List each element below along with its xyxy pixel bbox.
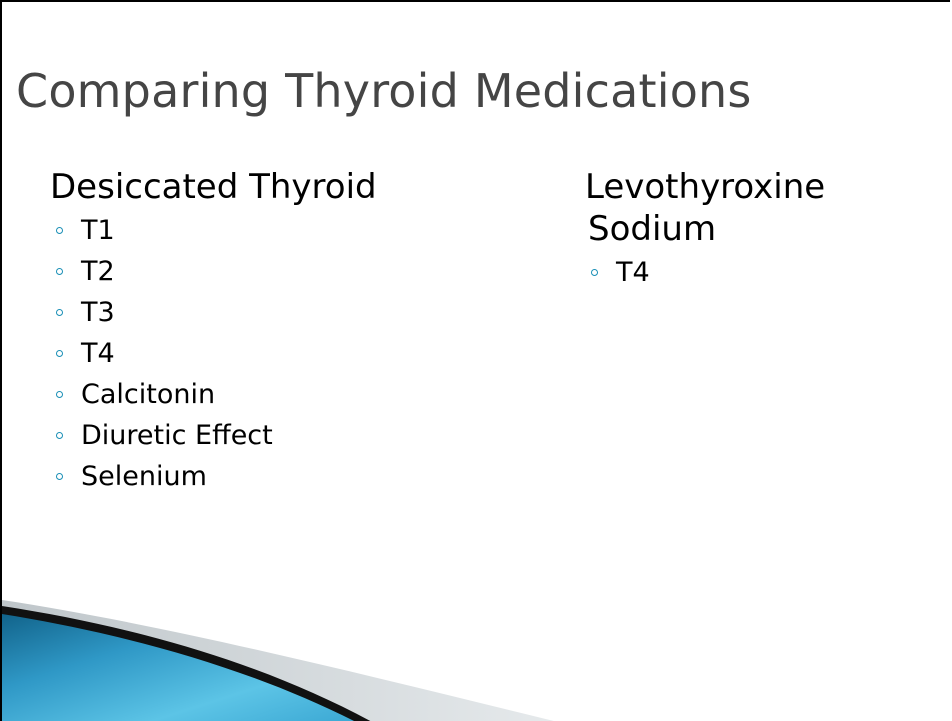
list-item-label: T1 (81, 215, 115, 246)
list-item: T4 (585, 252, 925, 293)
list-item: Calcitonin (50, 374, 470, 415)
list-item-label: T4 (81, 338, 115, 369)
list-item-label: T3 (81, 297, 115, 328)
right-column-heading: Levothyroxine Sodium (585, 166, 925, 250)
blue-swoosh-shape (2, 608, 358, 721)
right-bullet-list: T4 (585, 252, 925, 293)
circle-bullet-icon (56, 350, 63, 357)
list-item: T4 (50, 333, 470, 374)
left-bullet-list: T1 T2 T3 T4 Calcitonin Diuretic Effect S… (50, 210, 470, 497)
circle-bullet-icon (56, 227, 63, 234)
left-column: Desiccated Thyroid T1 T2 T3 T4 Calcitoni… (50, 166, 470, 497)
circle-bullet-icon (56, 268, 63, 275)
circle-bullet-icon (56, 473, 63, 480)
circle-bullet-icon (56, 391, 63, 398)
list-item-label: Selenium (81, 461, 207, 492)
dark-swoosh-edge (2, 606, 371, 721)
right-column: Levothyroxine Sodium T4 (585, 166, 925, 293)
slide-title: Comparing Thyroid Medications (16, 64, 752, 118)
circle-bullet-icon (56, 309, 63, 316)
list-item: T2 (50, 251, 470, 292)
list-item: Selenium (50, 456, 470, 497)
list-item-label: T4 (616, 257, 650, 288)
list-item-label: Diuretic Effect (81, 420, 273, 451)
right-column-heading-line1: Levothyroxine (585, 167, 826, 207)
circle-bullet-icon (591, 269, 598, 276)
circle-bullet-icon (56, 432, 63, 439)
list-item-label: T2 (81, 256, 115, 287)
list-item-label: Calcitonin (81, 379, 216, 410)
right-column-heading-line2: Sodium (588, 209, 717, 249)
list-item: T1 (50, 210, 470, 251)
list-item: Diuretic Effect (50, 415, 470, 456)
left-column-heading: Desiccated Thyroid (50, 167, 377, 207)
list-item: T3 (50, 292, 470, 333)
grey-swoosh-shape (2, 600, 554, 721)
